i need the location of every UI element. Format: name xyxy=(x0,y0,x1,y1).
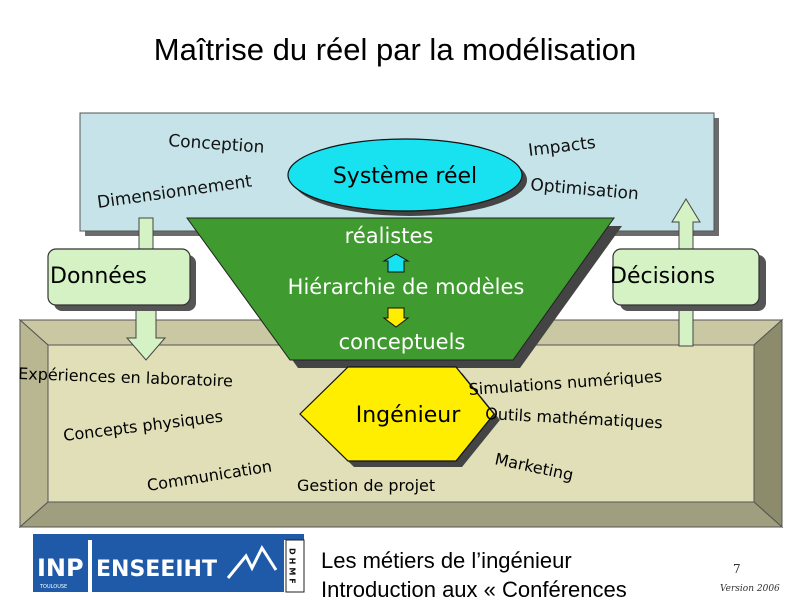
funnel-middle-label: Hiérarchie de modèles xyxy=(288,275,525,299)
funnel-arrow-down xyxy=(382,307,410,328)
footer-title: Les métiers de l’ingénieur xyxy=(321,548,572,573)
donnees-label: Données xyxy=(50,264,147,289)
enseeiht-swoosh-icon xyxy=(226,544,278,579)
arrow-down-left xyxy=(125,217,167,361)
dhmf-logo-text: DHMF xyxy=(288,548,297,587)
funnel-top-label: réalistes xyxy=(345,224,434,248)
dhmf-logo xyxy=(285,539,305,593)
enseeiht-logo-text: ENSEEIHT xyxy=(96,557,217,582)
donnees-box xyxy=(47,248,196,311)
ingenieur-hexagon xyxy=(299,366,500,467)
decisions-box xyxy=(612,248,766,311)
footer-subtitle: Introduction aux « Conférences xyxy=(321,577,627,600)
systeme-reel-ellipse xyxy=(287,138,527,216)
ingenieur-label: Ingénieur xyxy=(356,403,461,428)
page-title: Maîtrise du réel par la modélisation xyxy=(153,32,637,67)
funnel-arrow-up xyxy=(382,253,410,273)
page-number: 7 xyxy=(733,562,741,576)
inp-logo: INP TOULOUSE xyxy=(33,540,88,592)
enseeiht-logo: ENSEEIHT xyxy=(92,540,284,592)
bottom-label-gestion: Gestion de projet xyxy=(297,476,435,495)
version-label: Version 2006 xyxy=(720,584,780,594)
inp-logo-sub: TOULOUSE xyxy=(39,584,67,590)
footer-logo-band xyxy=(33,534,304,540)
funnel-bottom-label: conceptuels xyxy=(339,330,466,354)
model-funnel xyxy=(186,217,622,368)
inp-logo-text: INP xyxy=(37,554,84,582)
arrow-up-right xyxy=(671,198,701,347)
decisions-label: Décisions xyxy=(610,264,715,289)
systeme-reel-label: Système réel xyxy=(333,164,477,189)
